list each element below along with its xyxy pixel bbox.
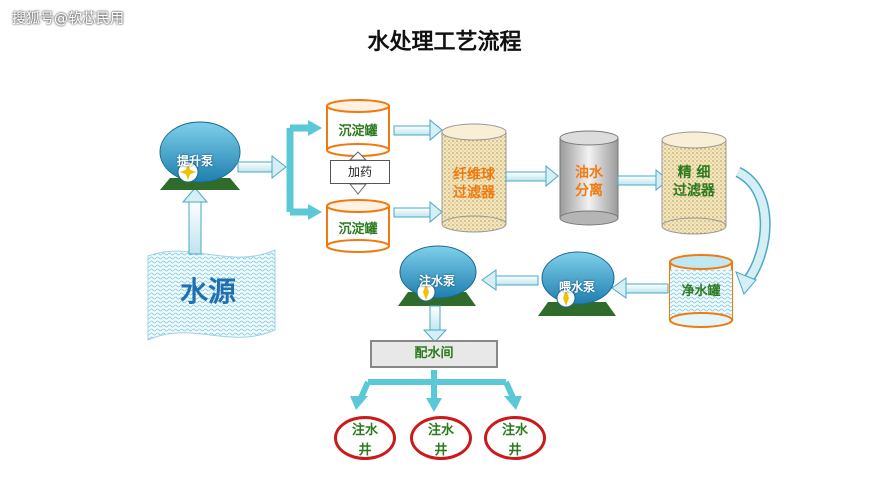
injection-well-2-line2: 井 <box>434 443 448 458</box>
injection-pump-icon <box>398 245 477 306</box>
diagram-title: 水处理工艺流程 <box>367 30 522 55</box>
arrow-feed-pump-to-injection-pump <box>481 269 539 291</box>
oil-water-separator-label-1: 油水 <box>575 165 603 181</box>
injection-well-3-line2: 井 <box>508 443 522 458</box>
oil-water-separator-shape <box>559 130 619 226</box>
feed-pump-label: 喂水泵 <box>558 280 595 294</box>
feed-pump-icon <box>538 251 616 316</box>
branch-arrows <box>350 370 522 412</box>
lift-pump-icon <box>159 121 241 190</box>
settling-tank-top-label: 沉淀罐 <box>338 124 378 139</box>
settling-tank-bottom-shape <box>326 199 390 253</box>
injection-well-3-line1: 注水 <box>501 423 528 438</box>
injection-well-2: 注水 井 <box>410 416 472 460</box>
clean-tank-label: 净水罐 <box>681 284 721 299</box>
lift-pump-label: 提升泵 <box>176 154 213 168</box>
injection-well-1: 注水 井 <box>334 416 396 460</box>
oil-water-separator-label-2: 分离 <box>575 183 603 199</box>
fine-filter-label-1: 精 细 <box>677 165 711 181</box>
injection-well-1-line2: 井 <box>358 443 372 458</box>
arrow-pump-to-split <box>237 154 287 180</box>
arrow-injection-pump-to-distribution <box>422 305 448 343</box>
settling-tank-bottom-label: 沉淀罐 <box>338 222 378 237</box>
fine-filter-label-2: 过滤器 <box>673 183 715 199</box>
split-arrows <box>286 120 322 220</box>
settling-tank-top-shape <box>326 99 390 157</box>
watermark: 搜狐号@软芯民用 <box>12 11 124 27</box>
arrow-top-tank-to-filter <box>393 118 443 142</box>
injection-well-3: 注水 井 <box>484 416 546 460</box>
fiber-filter-label-1: 纤维球 <box>453 167 495 183</box>
clean-tank-shape <box>669 254 733 328</box>
fiber-filter-label-2: 过滤器 <box>453 185 495 201</box>
arrow-filter-to-separator <box>505 164 559 188</box>
injection-well-2-line1: 注水 <box>427 423 454 438</box>
injection-well-1-line1: 注水 <box>351 423 378 438</box>
fine-filter-shape <box>661 131 727 235</box>
arrow-separator-to-fine-filter <box>617 168 669 192</box>
arrow-source-to-pump <box>181 187 209 255</box>
water-source-label: 水源 <box>179 275 236 308</box>
arrow-clean-tank-to-feed-pump <box>611 277 669 299</box>
dosing-box: 加药 <box>330 160 390 184</box>
fiber-filter-shape <box>441 123 507 233</box>
distribution-room: 配水间 <box>370 340 498 368</box>
arrow-bottom-tank-to-filter <box>393 200 443 224</box>
arrow-fine-filter-to-clean-tank <box>735 167 771 295</box>
injection-pump-label: 注水泵 <box>418 274 455 288</box>
